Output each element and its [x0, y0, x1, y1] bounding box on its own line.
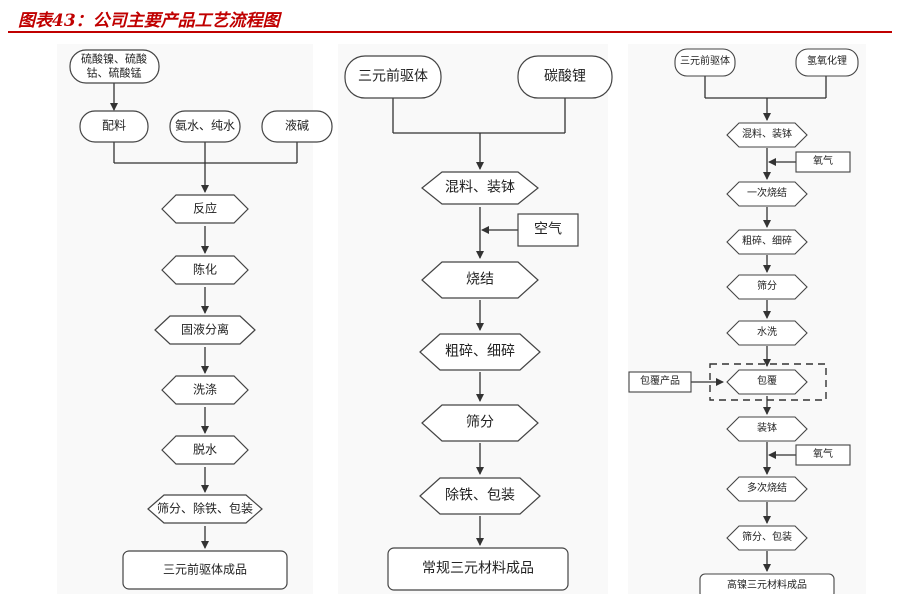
node-f3-step-5	[726, 320, 808, 346]
label-f2-step-4: 除铁、包装	[445, 487, 515, 504]
node-f1-input-lye	[261, 110, 333, 143]
label-f2-input-1: 碳酸锂	[544, 68, 586, 85]
label-f3-side-1: 包覆产品	[640, 375, 680, 387]
label-f3-step-0: 混料、装钵	[742, 128, 792, 140]
coating-dashed-box	[709, 363, 827, 401]
label-f2-product: 常规三元材料成品	[422, 560, 534, 577]
label-f3-step-3: 筛分	[757, 280, 777, 292]
node-f2-step-3	[419, 333, 541, 371]
node-f2-input-precursor	[344, 55, 442, 99]
node-f2-input-li2co3	[517, 55, 613, 99]
label-f2-input-0: 三元前驱体	[358, 68, 428, 85]
label-f2-side-air: 空气	[534, 221, 562, 238]
node-f1-step-3	[154, 315, 256, 345]
node-f3-step-2	[726, 181, 808, 207]
label-f3-step-4: 水洗	[757, 326, 777, 338]
node-f3-step-6	[726, 369, 808, 395]
label-f3-step-7: 多次烧结	[747, 482, 787, 494]
label-f1-step-0: 反应	[192, 201, 218, 216]
label-f3-side-0: 氧气	[813, 155, 833, 167]
label-f3-step-2: 粗碎、细碎	[742, 235, 792, 247]
node-f2-step-5	[419, 477, 541, 515]
label-f1-step-1: 陈化	[192, 262, 218, 277]
node-f3-step-3	[726, 229, 808, 255]
node-f2-step-2	[421, 261, 539, 299]
label-f3-step-8: 筛分、包装	[742, 531, 792, 543]
label-f3-side-2: 氧气	[813, 448, 833, 460]
label-f2-step-0: 混料、装钵	[445, 179, 515, 196]
node-f1-input-ammonia	[169, 110, 241, 143]
label-f3-input-1: 氢氧化锂	[807, 55, 847, 67]
node-f3-product	[699, 573, 835, 594]
label-f2-step-2: 粗碎、细碎	[445, 343, 515, 360]
label-f1-step-5: 筛分、除铁、包装	[156, 501, 254, 516]
node-f3-step-4	[726, 274, 808, 300]
node-f2-step-1	[421, 171, 539, 205]
node-f3-step-7	[726, 416, 808, 442]
label-f1-step-4: 脱水	[192, 442, 218, 457]
label-f1-input-3: 液碱	[284, 118, 310, 133]
label-f1-input-2: 氨水、纯水	[174, 118, 236, 133]
node-f3-input-precursor	[674, 48, 736, 77]
label-f1-step-2: 固液分离	[180, 322, 230, 337]
label-f1-input-0: 硫酸镍、硫酸钴、硫酸锰	[81, 52, 147, 79]
node-f2-step-4	[421, 404, 539, 442]
figure-title: 图表43：公司主要产品工艺流程图	[18, 11, 280, 31]
node-f3-input-lioh	[795, 48, 859, 77]
node-f1-step-6	[147, 494, 263, 524]
node-f3-side-oxygen-2	[795, 444, 851, 466]
node-f3-side-oxygen-1	[795, 151, 851, 173]
label-f1-product: 三元前驱体成品	[162, 562, 248, 577]
label-f2-step-1: 烧结	[466, 271, 494, 288]
label-f3-product: 高镍三元材料成品	[727, 579, 807, 591]
node-f1-input-batching	[79, 110, 149, 143]
node-f2-product	[387, 547, 569, 591]
node-f1-step-1	[161, 194, 249, 224]
node-f3-side-coating-product	[628, 371, 692, 393]
label-f3-step-5: 包覆	[757, 375, 777, 387]
node-f1-step-4	[161, 375, 249, 405]
node-f1-step-2	[161, 255, 249, 285]
node-f3-step-1	[726, 122, 808, 148]
node-f3-step-8	[726, 476, 808, 502]
node-f1-input-sulfates	[69, 49, 160, 84]
title-rule	[8, 31, 892, 33]
label-f2-step-3: 筛分	[466, 414, 494, 431]
label-f1-input-1: 配料	[101, 118, 127, 133]
node-f2-side-air	[517, 213, 579, 247]
label-f1-step-3: 洗涤	[192, 382, 218, 397]
node-f1-step-5	[161, 435, 249, 465]
node-f3-step-9	[726, 525, 808, 551]
label-f3-step-6: 装钵	[757, 422, 777, 434]
label-f3-step-1: 一次烧结	[747, 187, 787, 199]
label-f3-input-0: 三元前驱体	[680, 55, 730, 67]
node-f1-product	[122, 550, 288, 590]
